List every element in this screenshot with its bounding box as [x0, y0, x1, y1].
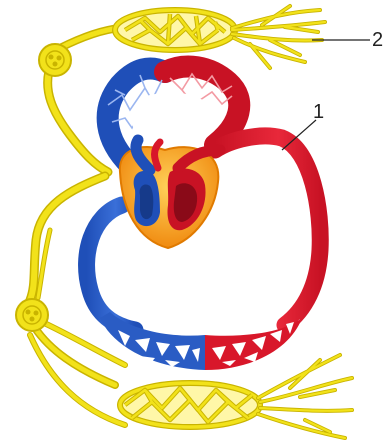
label-1-text: 1 — [313, 101, 324, 123]
lymph-node-lower — [16, 299, 48, 331]
label-2-group: 2 — [312, 29, 383, 51]
label-2-text: 2 — [372, 29, 383, 51]
lymph-node-upper — [39, 44, 71, 76]
systemic-capillary-network — [100, 215, 302, 370]
